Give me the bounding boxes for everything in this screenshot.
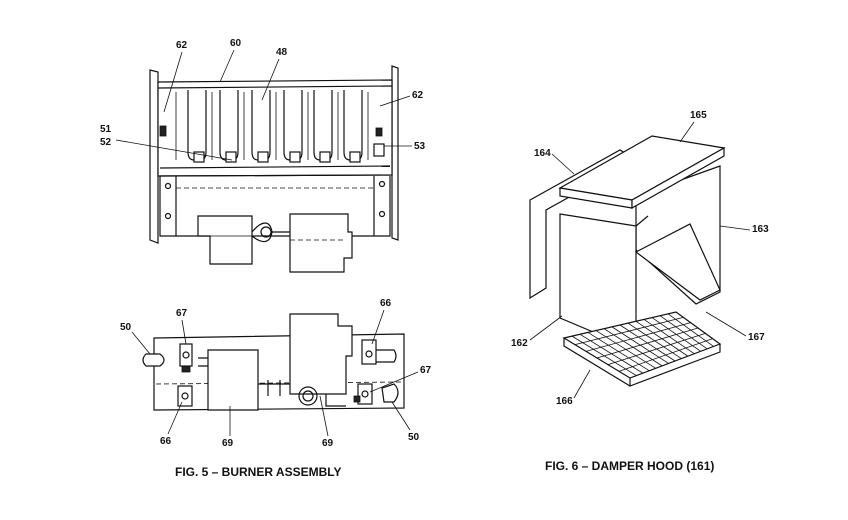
grille-crossbar [607,332,706,366]
fig5-caption: FIG. 5 – BURNER ASSEMBLY [175,465,341,479]
label-166: 166 [556,396,573,407]
label-164: 164 [534,148,551,159]
label-165: 165 [690,110,707,121]
label-50-left: 50 [120,322,132,333]
label-52: 52 [100,137,112,148]
label-60: 60 [230,38,242,49]
grille-crossbar [618,338,713,372]
fig6-damper-hood [529,135,726,387]
label-62-top-left: 62 [176,40,188,51]
label-162: 162 [511,338,528,349]
label-69-right: 69 [322,438,334,449]
fig6-callouts: 165 164 163 162 167 166 [511,110,769,407]
label-48: 48 [276,47,288,58]
label-163: 163 [752,224,769,235]
label-62-top-right: 62 [412,90,424,101]
grille-crossbar [585,322,691,352]
label-69-left: 69 [222,438,234,449]
fig6-caption: FIG. 6 – DAMPER HOOD (161) [545,459,714,473]
fig5-burner-assembly-top [149,65,399,273]
grille-crossbar [574,316,684,346]
label-51: 51 [100,124,112,135]
label-66-right: 66 [380,298,392,309]
label-50-right: 50 [408,432,420,443]
label-167: 167 [748,332,765,343]
label-67-left: 67 [176,308,188,319]
gas-valves [197,213,353,273]
grille-crossbar [596,327,699,359]
burner-tubes [175,90,369,163]
label-67-right: 67 [420,365,432,376]
fig5-top-callouts: 62 60 48 62 51 52 53 [100,38,426,161]
label-53: 53 [414,141,426,152]
fig5-bottom-callouts: 50 67 66 67 66 69 69 50 [120,298,432,449]
label-66-left: 66 [160,436,172,447]
damper-grille [562,311,722,387]
fig5-burner-assembly-bottom [142,313,405,411]
